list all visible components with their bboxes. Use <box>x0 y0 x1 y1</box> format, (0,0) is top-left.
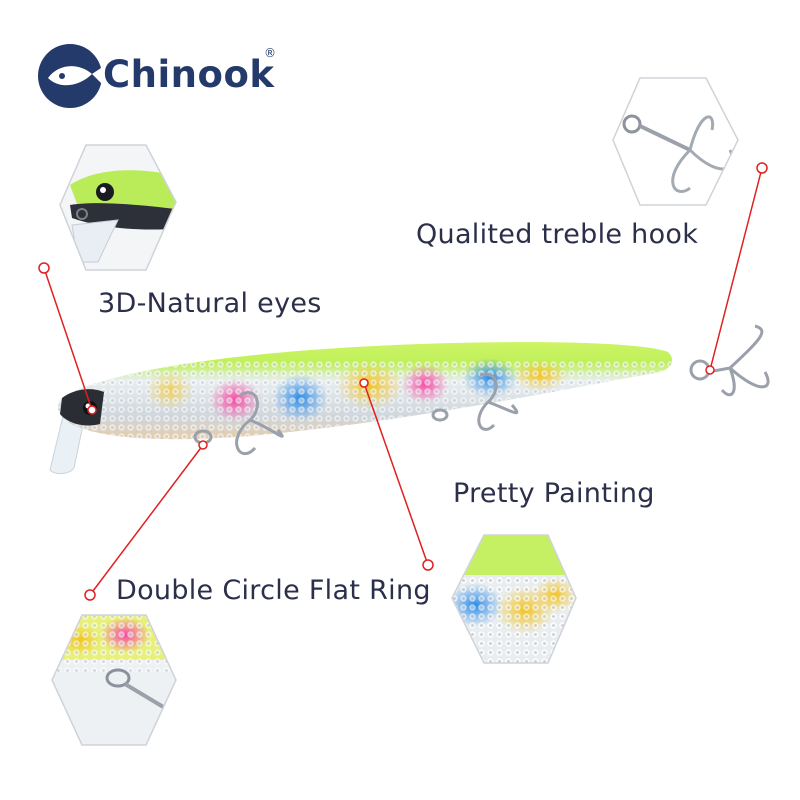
registered-mark: ® <box>264 46 276 60</box>
callout-label-eyes: 3D-Natural eyes <box>98 288 322 319</box>
brand-logo <box>38 44 104 108</box>
fishing-lure <box>49 324 770 475</box>
callout-lines <box>43 167 763 596</box>
callout-label-ring: Double Circle Flat Ring <box>116 575 431 606</box>
callout-markers <box>38 162 768 601</box>
inset-ring-closeup <box>51 614 177 746</box>
inset-eyes-closeup <box>59 144 177 271</box>
brand-name: Chinook <box>103 53 275 96</box>
inset-painting-closeup <box>451 534 577 664</box>
callout-label-hook: Qualited treble hook <box>416 219 699 250</box>
callout-label-painting: Pretty Painting <box>453 478 655 509</box>
inset-hook-closeup <box>612 77 739 206</box>
